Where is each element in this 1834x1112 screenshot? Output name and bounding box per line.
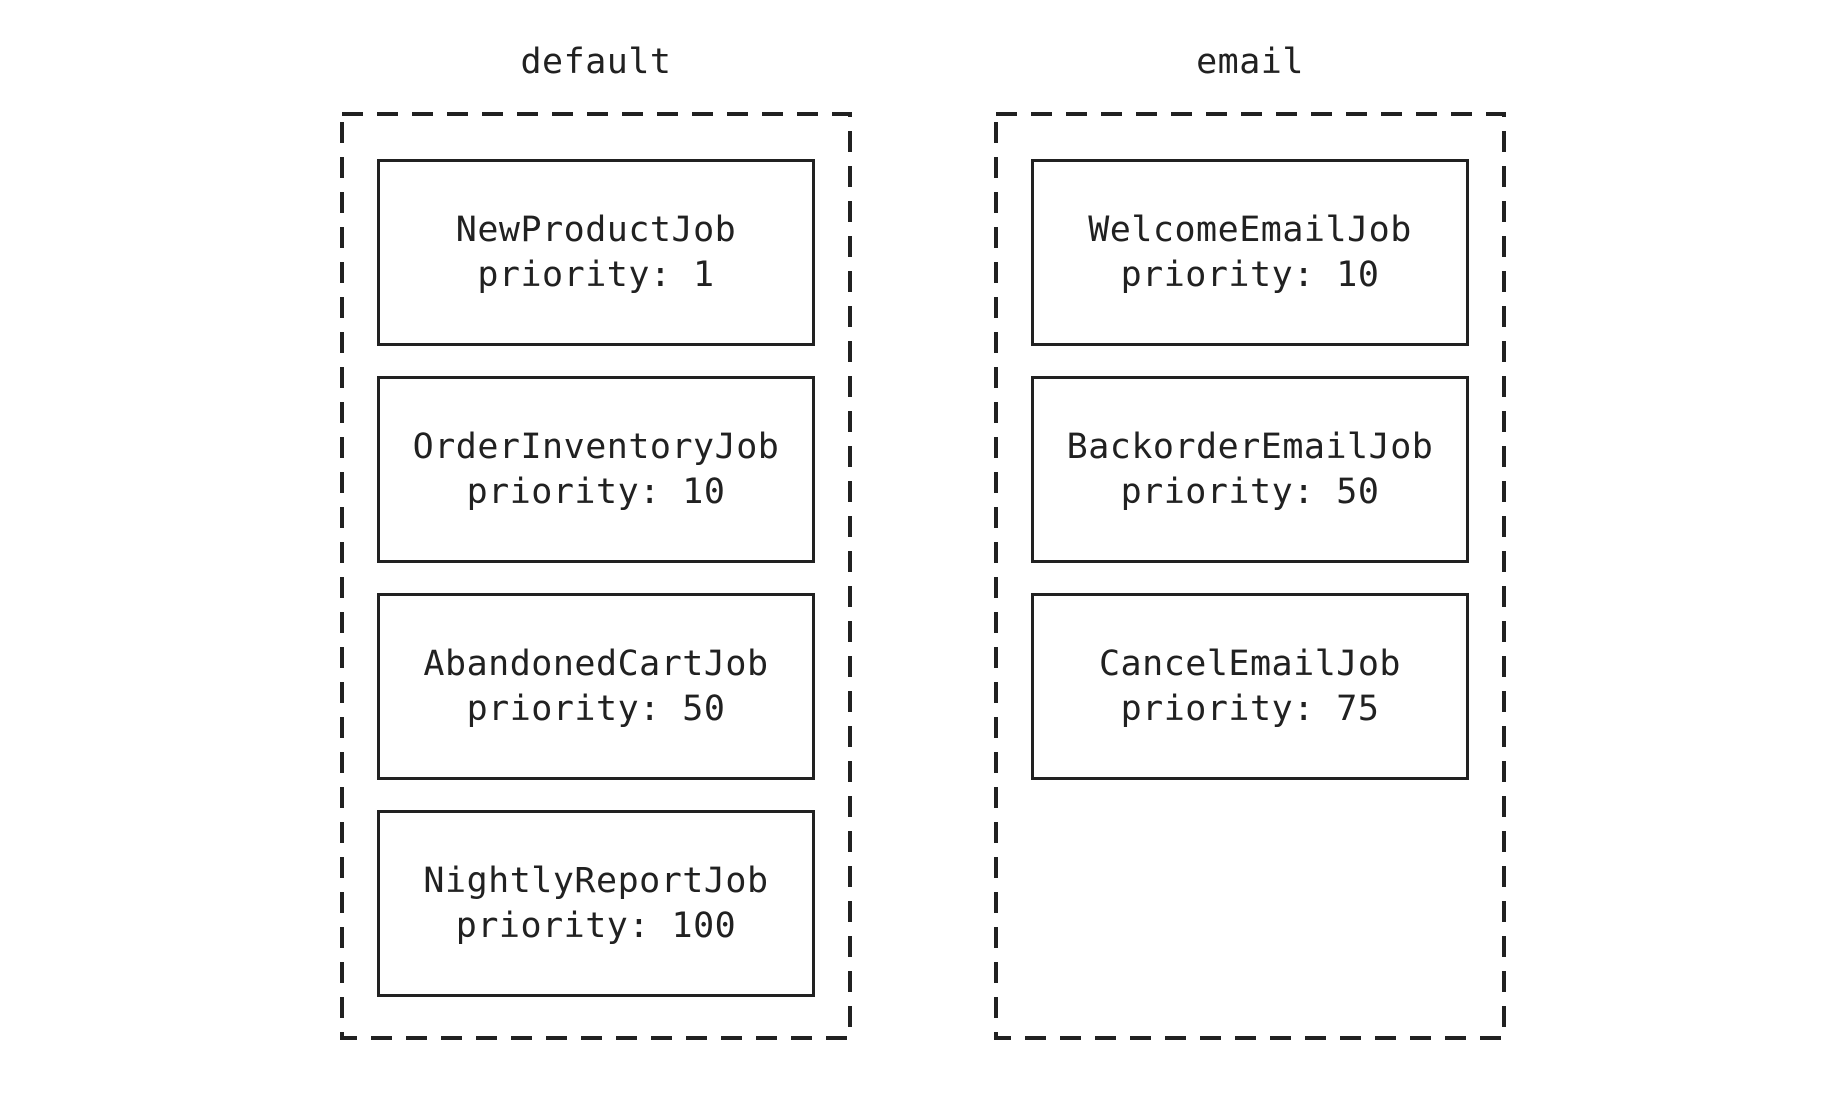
job-name: OrderInventoryJob bbox=[412, 426, 780, 467]
dashed-border bbox=[994, 112, 1506, 1040]
job-name: AbandonedCartJob bbox=[423, 643, 769, 684]
queue-container-email: email WelcomeEmailJob priority: 10 Backo… bbox=[994, 42, 1506, 1040]
job-card: AbandonedCartJob priority: 50 bbox=[377, 593, 815, 780]
dashed-border bbox=[340, 112, 852, 1040]
job-priority: priority: 1 bbox=[477, 254, 715, 295]
job-name: NightlyReportJob bbox=[423, 860, 769, 901]
job-list: WelcomeEmailJob priority: 10 BackorderEm… bbox=[1031, 159, 1469, 810]
job-priority: priority: 10 bbox=[1120, 254, 1380, 295]
job-name: WelcomeEmailJob bbox=[1088, 209, 1412, 250]
job-name: CancelEmailJob bbox=[1098, 643, 1401, 684]
job-priority: priority: 10 bbox=[466, 471, 726, 512]
job-card: NightlyReportJob priority: 100 bbox=[377, 810, 815, 997]
job-priority: priority: 100 bbox=[455, 905, 737, 946]
job-priority: priority: 75 bbox=[1120, 688, 1380, 729]
job-card: OrderInventoryJob priority: 10 bbox=[377, 376, 815, 563]
job-card: CancelEmailJob priority: 75 bbox=[1031, 593, 1469, 780]
job-name: BackorderEmailJob bbox=[1066, 426, 1434, 467]
job-card: NewProductJob priority: 1 bbox=[377, 159, 815, 346]
job-card: BackorderEmailJob priority: 50 bbox=[1031, 376, 1469, 563]
job-priority: priority: 50 bbox=[466, 688, 726, 729]
queue-container-default: default NewProductJob priority: 1 OrderI… bbox=[340, 42, 852, 1040]
job-card: WelcomeEmailJob priority: 10 bbox=[1031, 159, 1469, 346]
job-list: NewProductJob priority: 1 OrderInventory… bbox=[377, 159, 815, 1027]
job-name: NewProductJob bbox=[455, 209, 737, 250]
queue-label: default bbox=[520, 42, 672, 82]
job-priority: priority: 50 bbox=[1120, 471, 1380, 512]
queue-label: email bbox=[1196, 42, 1304, 82]
